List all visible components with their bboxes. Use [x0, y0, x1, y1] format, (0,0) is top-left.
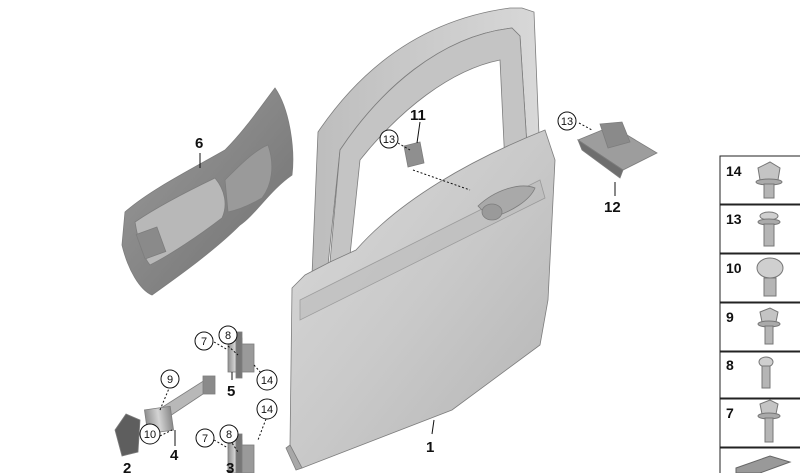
lower-hinge-part: [227, 433, 255, 473]
svg-text:10: 10: [726, 260, 742, 276]
flange-bolt-icon: [755, 161, 783, 199]
fastener-row: 9: [719, 302, 800, 352]
circle-callout-8-lower: 8: [219, 424, 239, 444]
callout-11: 11: [410, 107, 426, 124]
circle-callout-7-upper: 7: [194, 331, 214, 351]
circle-callout-13-left: 13: [379, 129, 399, 149]
svg-text:13: 13: [726, 211, 742, 227]
callout-6: 6: [195, 135, 203, 152]
svg-text:9: 9: [726, 309, 734, 325]
fastener-row: 10: [719, 253, 800, 303]
circle-callout-9: 9: [160, 369, 180, 389]
circle-callout-13-right: 13: [557, 111, 577, 131]
svg-text:13: 13: [383, 134, 395, 146]
svg-text:7: 7: [726, 405, 734, 421]
fastener-row: 8: [719, 351, 800, 399]
callout-2: 2: [123, 460, 131, 473]
callout-1: 1: [426, 439, 434, 456]
bracket-part: [114, 413, 141, 457]
fastener-row: 7: [719, 398, 800, 448]
svg-text:9: 9: [167, 374, 173, 386]
svg-text:13: 13: [561, 116, 573, 128]
collar-bolt-icon: [757, 211, 781, 247]
washer-bolt-icon: [757, 307, 781, 345]
callout-3: 3: [226, 460, 234, 473]
front-door-shell: [285, 7, 556, 471]
torx-bolt-icon: [758, 356, 774, 389]
buffer-part: [403, 141, 425, 168]
svg-text:7: 7: [201, 336, 207, 348]
callout-5: 5: [227, 383, 235, 400]
svg-text:14: 14: [726, 163, 742, 179]
stop-block-part: [577, 121, 658, 179]
svg-text:8: 8: [225, 330, 231, 342]
wedge-icon: [735, 455, 792, 473]
svg-text:7: 7: [202, 433, 208, 445]
callout-12: 12: [604, 199, 621, 216]
callout-4: 4: [170, 447, 179, 464]
circle-callout-10: 10: [139, 423, 161, 445]
svg-text:8: 8: [726, 357, 734, 373]
circle-callout-8-upper: 8: [218, 325, 238, 345]
svg-text:10: 10: [144, 429, 156, 441]
hex-bolt-icon: [757, 399, 781, 443]
fastener-panel: 14 13 10: [719, 155, 800, 473]
circle-callout-7-lower: 7: [195, 428, 215, 448]
fastener-row: 13: [719, 204, 800, 254]
svg-text:14: 14: [261, 375, 273, 387]
door-seal-part: [121, 87, 294, 296]
leader-lines: [159, 121, 616, 473]
upper-hinge-part: [227, 331, 255, 379]
fastener-row: 14: [719, 155, 800, 205]
svg-text:8: 8: [226, 429, 232, 441]
circle-callout-14-lower: 14: [256, 398, 278, 420]
circle-callout-14-upper: 14: [256, 369, 278, 391]
round-head-screw-icon: [756, 257, 784, 297]
svg-text:14: 14: [261, 404, 273, 416]
